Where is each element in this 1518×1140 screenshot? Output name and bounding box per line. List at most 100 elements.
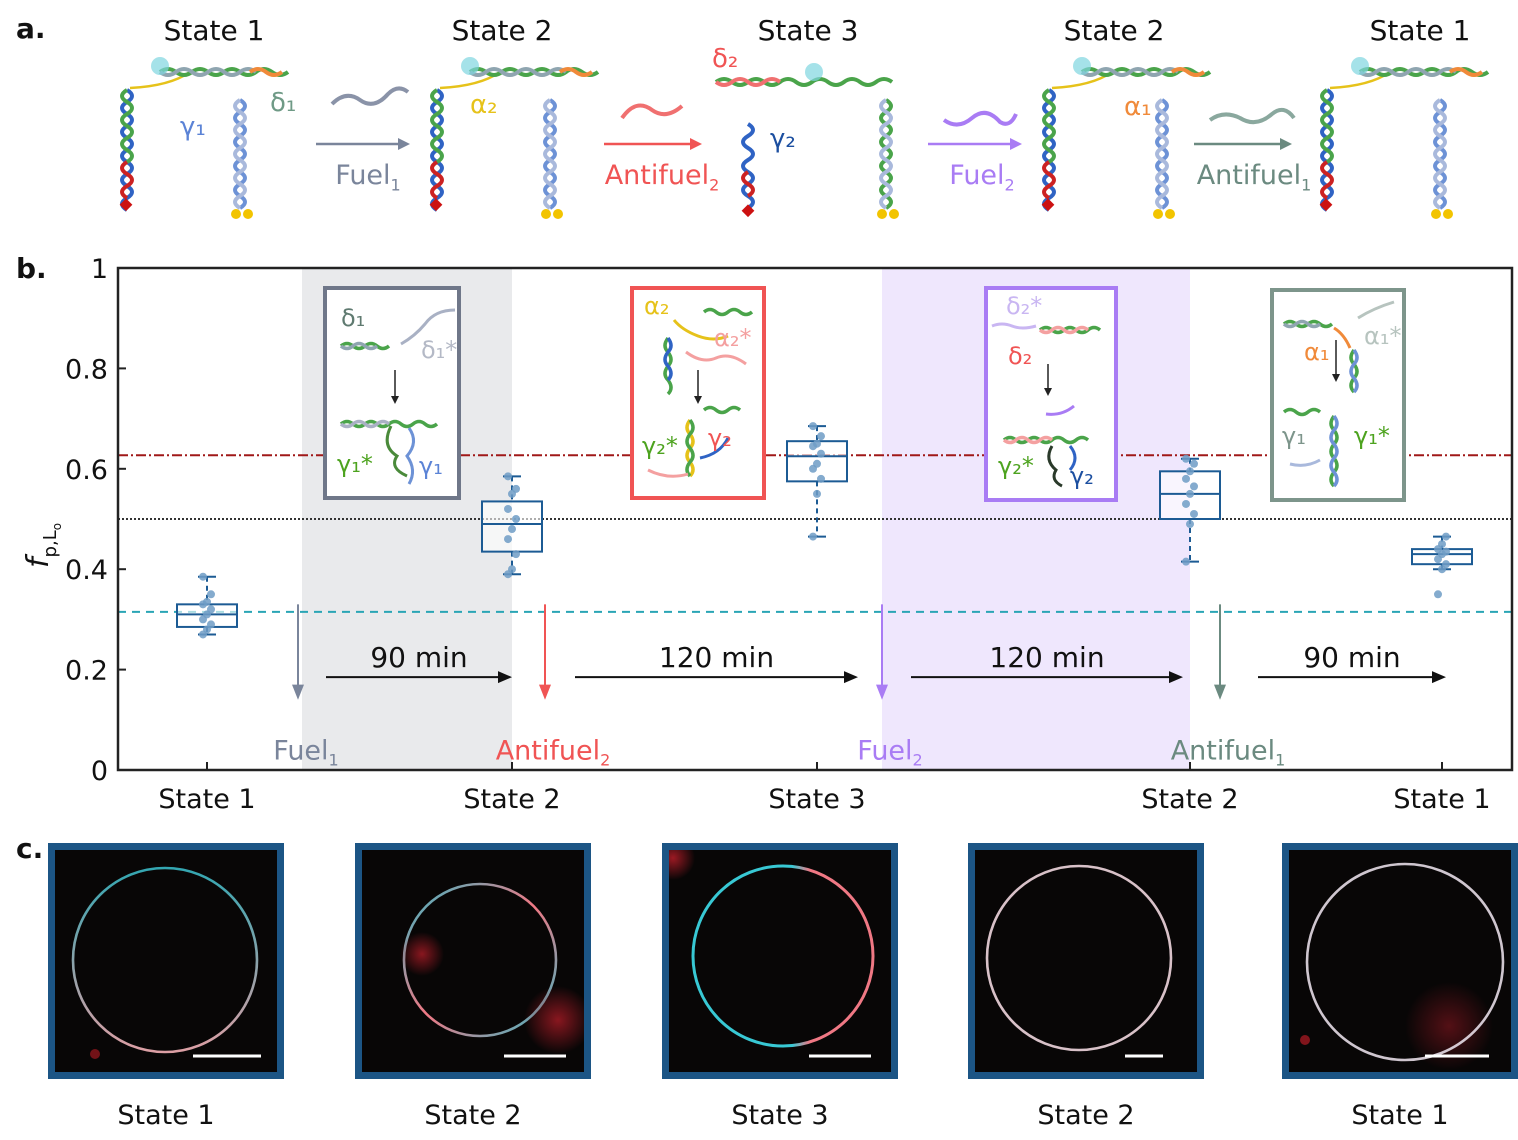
micrograph-2 (355, 843, 591, 1079)
x-tick-label-0: State 1 (158, 784, 255, 815)
data-point (1182, 474, 1190, 483)
inset-4-label-3: γ₁ (1282, 422, 1306, 450)
addition-2: Antifuel2 (496, 604, 610, 769)
caption-2: State 2 (424, 1100, 522, 1131)
inset-1-schematic (339, 308, 456, 485)
panel-a-state-2b: State 2 (1063, 14, 1165, 47)
data-point (1182, 499, 1190, 508)
inset-3-label-4: γ₂ (1070, 462, 1094, 490)
addition-arrow-head (539, 684, 551, 700)
data-point (512, 550, 520, 559)
inset-3-schematic (991, 322, 1102, 488)
panel-a-state-3: State 3 (757, 14, 859, 47)
interval-3: 120 min (911, 641, 1183, 684)
micrograph-1 (48, 843, 284, 1079)
data-point (199, 572, 207, 581)
data-point (813, 439, 821, 448)
data-point (207, 605, 215, 614)
box-5 (1411, 532, 1473, 599)
inset-2: α₂ α₂* γ₂* γ₂ (630, 286, 766, 500)
inset-2-label-3: γ₂* (642, 432, 678, 460)
inset-2-label-4: γ₂ (708, 424, 732, 452)
inset-4: α₁ α₁* γ₁ γ₁* (1270, 288, 1406, 502)
data-point (817, 474, 825, 483)
panel-b-letter: b. (16, 252, 47, 285)
data-point (207, 590, 215, 599)
data-point (508, 525, 516, 534)
inset-1: δ₁ δ₁* γ₁* γ₁ (323, 286, 461, 500)
data-point (512, 484, 520, 493)
y-axis-label: fp,Lo (21, 523, 64, 568)
panel-a-state-2: State 2 (451, 14, 553, 47)
plot-frame (116, 266, 1514, 772)
caption-5: State 1 (1351, 1100, 1449, 1131)
inset-4-label-4: γ₁* (1354, 422, 1390, 450)
panel-a-state-1b: State 1 (1369, 14, 1471, 47)
interval-arrow-head (844, 671, 858, 684)
panel-a-schematic (119, 55, 1490, 221)
interval-label: 90 min (1303, 641, 1400, 674)
addition-label: Fuel1 (273, 735, 338, 769)
caption-4: State 2 (1037, 1100, 1135, 1131)
inset-4-schematic (1282, 300, 1395, 488)
addition-label: Antifuel1 (1171, 735, 1286, 769)
data-point (1186, 489, 1194, 498)
inset-3-label-3: γ₂* (998, 452, 1034, 480)
data-point (813, 459, 821, 468)
panel-c-letter: c. (16, 832, 44, 865)
box-4 (1159, 454, 1221, 566)
micrograph-3 (662, 843, 898, 1079)
interval-2: 120 min (575, 641, 858, 684)
data-point (813, 489, 821, 498)
inset-4-label-2: α₁* (1364, 322, 1402, 350)
box-2 (481, 472, 543, 579)
antifuel2-strand (620, 103, 684, 120)
interval-arrow-head (1432, 671, 1446, 684)
data-point (1442, 532, 1450, 541)
inset-1-label-2: δ₁* (421, 336, 458, 364)
x-tick-label-4: State 1 (1393, 784, 1490, 815)
data-point (1186, 467, 1194, 476)
caption-1: State 1 (117, 1100, 215, 1131)
data-point (809, 422, 817, 431)
inset-3-label-1: δ₂* (1006, 292, 1043, 320)
panel-a-state-1: State 1 (163, 14, 265, 47)
data-point (504, 504, 512, 513)
data-point (508, 565, 516, 574)
scaffold-state-1 (119, 57, 290, 219)
data-point (1190, 482, 1198, 491)
y-tick-label-4: 0.8 (65, 354, 108, 385)
fuel1-strand (330, 86, 410, 106)
data-point (1442, 547, 1450, 556)
fuel2-strand (942, 110, 1018, 127)
x-tick-label-1: State 2 (463, 784, 560, 815)
data-point (504, 472, 512, 481)
addition-label: Fuel2 (857, 735, 922, 769)
addition-arrow-head (876, 684, 888, 700)
data-point (1182, 557, 1190, 566)
inset-2-schematic (647, 307, 754, 478)
caption-3: State 3 (731, 1100, 829, 1131)
data-point (1438, 540, 1446, 549)
addition-1: Fuel1 (273, 604, 339, 769)
x-tick-label-3: State 2 (1141, 784, 1238, 815)
chart-boxes (176, 422, 1473, 639)
interval-4: 90 min (1258, 641, 1446, 684)
data-point (207, 620, 215, 629)
label-gamma1: γ₁ (180, 112, 206, 142)
data-point (504, 535, 512, 544)
label-alpha1: α₁ (1124, 92, 1152, 122)
interval-label: 120 min (989, 641, 1104, 674)
data-point (1190, 509, 1198, 518)
addition-4: Antifuel1 (1171, 604, 1286, 769)
y-tick-label-3: 0.6 (65, 455, 108, 486)
label-delta2: δ₂ (712, 44, 739, 74)
addition-arrow-head (1214, 684, 1226, 700)
label-delta1: δ₁ (270, 88, 297, 118)
data-point (817, 432, 825, 441)
reagent-fuel1: Fuel1 (335, 160, 401, 195)
interval-arrow-head (498, 671, 512, 684)
